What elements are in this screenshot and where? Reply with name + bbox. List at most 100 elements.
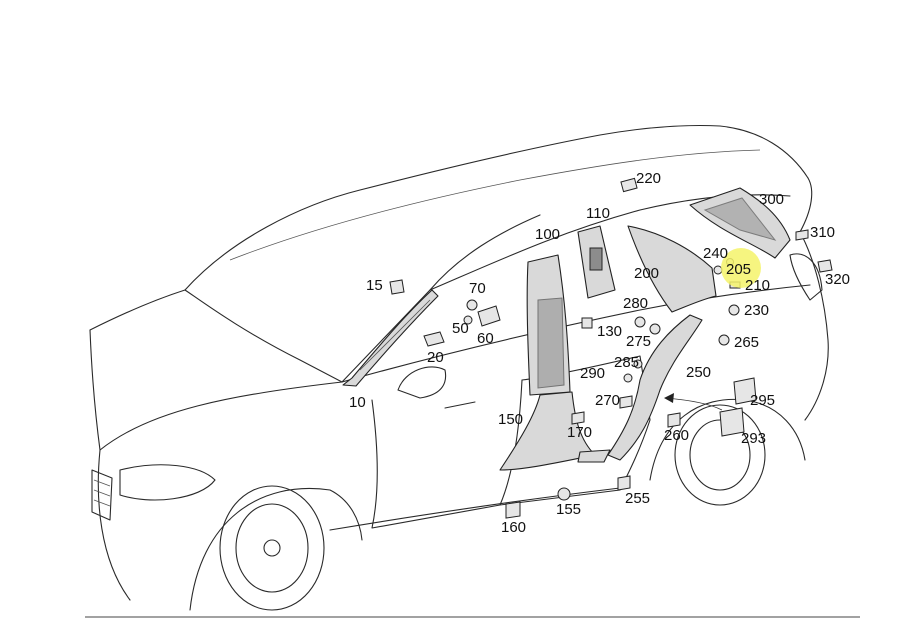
clip-285[interactable]: [633, 359, 643, 369]
clip-70[interactable]: [466, 299, 478, 311]
part-label-320[interactable]: 320: [825, 271, 850, 288]
part-label-295[interactable]: 295: [750, 392, 775, 409]
part-label-50[interactable]: 50: [452, 320, 469, 337]
front-hub: [263, 539, 281, 557]
part-label-210[interactable]: 210: [745, 277, 770, 294]
clip-60[interactable]: [477, 305, 501, 327]
part-label-70[interactable]: 70: [469, 280, 486, 297]
roof-rear-line: [799, 177, 813, 233]
assembly-arrow-head: [664, 393, 674, 403]
roof-rail: [229, 149, 761, 261]
highlight-marker: [721, 248, 761, 288]
assembly-arrow: [664, 397, 723, 411]
b-pillar-lower-trim[interactable]: [499, 391, 596, 471]
part-label-270[interactable]: 270: [595, 392, 620, 409]
clip-205[interactable]: [713, 265, 723, 275]
rear-window-grid: [703, 197, 777, 241]
clip-255[interactable]: [617, 475, 631, 491]
c-pillar-handle: [589, 247, 603, 271]
b-pillar-speaker-grid: [537, 297, 565, 389]
rear-rim: [689, 419, 751, 491]
beltline: [341, 284, 811, 383]
rocker-line: [329, 487, 621, 531]
part-label-60[interactable]: 60: [477, 330, 494, 347]
part-label-155[interactable]: 155: [556, 501, 581, 518]
part-label-230[interactable]: 230: [744, 302, 769, 319]
a-pillar-outer: [341, 214, 541, 383]
part-label-290[interactable]: 290: [580, 365, 605, 382]
a-pillar-trim-edge: [359, 299, 431, 371]
hood-crease: [99, 381, 343, 451]
clip-220[interactable]: [620, 177, 638, 193]
clip-275[interactable]: [649, 323, 661, 335]
grille-bars: [93, 479, 111, 507]
mirror: [397, 366, 447, 399]
part-label-280[interactable]: 280: [623, 295, 648, 312]
part-label-130[interactable]: 130: [597, 323, 622, 340]
hood-front: [89, 329, 101, 451]
car-outline: [89, 124, 829, 611]
clip-130[interactable]: [581, 317, 593, 329]
trim-parts: [342, 187, 791, 471]
front-bumper: [97, 449, 131, 601]
part-label-100[interactable]: 100: [535, 226, 560, 243]
clip-50[interactable]: [463, 315, 473, 325]
part-label-110[interactable]: 110: [586, 205, 610, 222]
d-pillar-trim[interactable]: [627, 225, 717, 313]
part-label-310[interactable]: 310: [810, 224, 835, 241]
part-label-240[interactable]: 240: [703, 245, 728, 262]
clip-320[interactable]: [817, 259, 833, 273]
clip-15[interactable]: [389, 279, 405, 295]
part-label-205[interactable]: 205: [726, 261, 751, 278]
clip-160[interactable]: [505, 501, 521, 519]
part-label-293[interactable]: 293: [741, 430, 766, 447]
module-295[interactable]: [733, 377, 757, 405]
front-rim: [235, 503, 309, 593]
part-label-260[interactable]: 260: [664, 427, 689, 444]
clip-155[interactable]: [557, 487, 571, 501]
part-label-20[interactable]: 20: [427, 349, 444, 366]
clip-230[interactable]: [728, 304, 740, 316]
part-label-150[interactable]: 150: [498, 411, 523, 428]
part-label-275[interactable]: 275: [626, 333, 651, 350]
front-wheel: [219, 485, 325, 611]
part-label-160[interactable]: 160: [501, 519, 526, 536]
front-door: [371, 379, 523, 529]
clip-280[interactable]: [634, 316, 646, 328]
part-label-250[interactable]: 250: [686, 364, 711, 381]
headlight: [119, 464, 216, 501]
part-label-170[interactable]: 170: [567, 424, 592, 441]
roof-line: [184, 124, 809, 291]
clip-270[interactable]: [619, 395, 633, 409]
module-293[interactable]: [719, 407, 745, 437]
grille: [91, 469, 113, 521]
part-label-220[interactable]: 220: [636, 170, 661, 187]
clip-290[interactable]: [623, 373, 633, 383]
clip-265[interactable]: [718, 334, 730, 346]
part-label-285[interactable]: 285: [614, 354, 639, 371]
a-pillar-trim[interactable]: [342, 289, 439, 387]
tail-light: [789, 253, 823, 301]
clip-260[interactable]: [667, 412, 681, 428]
windshield-frame: [184, 289, 343, 383]
hood-line: [89, 289, 186, 331]
rear-side-lower-trim[interactable]: [607, 314, 703, 461]
part-label-300[interactable]: 300: [759, 191, 784, 208]
rear-wheel: [674, 404, 766, 506]
clip-20[interactable]: [423, 331, 445, 347]
part-label-15[interactable]: 15: [366, 277, 383, 294]
part-label-255[interactable]: 255: [625, 490, 650, 507]
clip-310[interactable]: [795, 229, 809, 241]
part-label-265[interactable]: 265: [734, 334, 759, 351]
rear-quarter: [799, 231, 829, 421]
door-handle-front: [444, 401, 476, 409]
sill-strip[interactable]: [577, 449, 611, 463]
fasteners: [389, 177, 833, 519]
clip-170[interactable]: [571, 411, 585, 425]
front-wheel-arch: [189, 488, 363, 611]
part-label-10[interactable]: 10: [349, 394, 366, 411]
part-label-200[interactable]: 200: [634, 265, 659, 282]
